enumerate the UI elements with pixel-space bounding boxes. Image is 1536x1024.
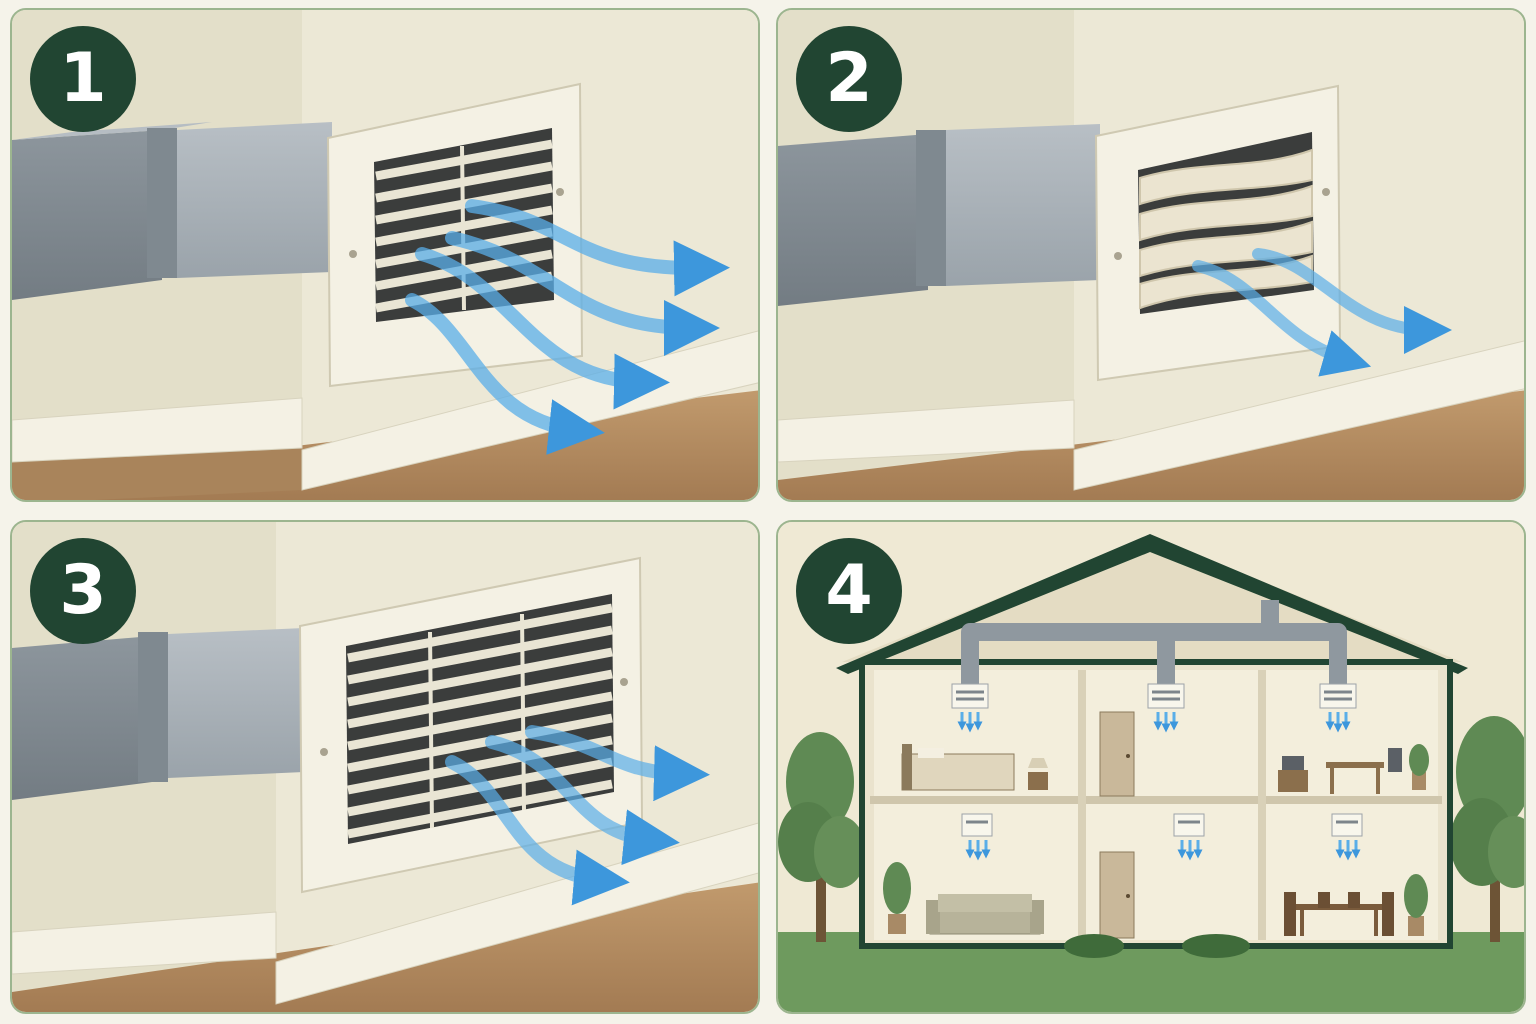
airflow-arrow-icon [465,199,730,297]
vent-icon [1331,813,1363,837]
lamp-icon [1028,758,1048,790]
floor-slab [870,796,1442,804]
shrub [1064,934,1124,958]
duct-section [12,636,152,800]
screw-icon [1114,252,1122,260]
airflow-arrow-icon [525,725,710,802]
step-badge: 4 [796,538,902,644]
baseboard-left [12,911,277,975]
duct-vent-scene-3 [12,522,758,1012]
airflow-arrow-icon [1192,260,1372,377]
tree-icon [778,732,866,942]
step-badge: 2 [796,26,902,132]
screw-icon [620,678,628,686]
vent-louvers-tilted [1139,148,1313,310]
duct-vent-scene-2 [778,10,1524,500]
panel-3-oversized-grille: 3 [10,520,760,1014]
plant-icon [1404,874,1428,936]
airflow-arrows [445,725,710,906]
step-badge: 3 [30,538,136,644]
duct-joint [147,128,177,278]
step-badge: 1 [30,26,136,132]
duct-vent-scene-1 [12,10,758,500]
house-cutaway-scene [778,522,1524,1012]
baseboard-left [12,397,303,463]
plant-icon [1409,744,1429,790]
vent-icon [1173,813,1205,837]
screw-icon [556,188,564,196]
airflow-arrow-icon [485,735,680,866]
duct-network [961,600,1347,684]
vent-icon [961,813,993,837]
panel-1-wide-airflow: 1 [10,8,760,502]
airflow-arrows [405,199,730,455]
duct-joint [138,632,168,782]
plant-icon [883,862,911,934]
duct-section [12,130,162,300]
baseboard-right [1073,340,1524,491]
baseboard-left [778,399,1075,463]
panel-2-restricted-airflow: 2 [776,8,1526,502]
airflow-arrow-icon [445,231,720,356]
screw-icon [349,250,357,258]
airflow-arrows [1192,248,1452,377]
airflow-arrow-icon [1252,248,1452,354]
shrub [1182,934,1250,958]
screw-icon [1322,188,1330,196]
door-icon [1099,851,1135,939]
bed-icon [901,744,1015,791]
sofa-icon [926,894,1044,935]
table-icon [1284,892,1394,936]
screw-icon [320,748,328,756]
airflow-arrow-icon [445,755,630,906]
panel-4-house-duct-system: 4 [776,520,1526,1014]
vent-icon [1147,683,1185,709]
airflow-arrow-icon [415,247,670,410]
door-icon [1099,711,1135,797]
vent-icon [951,683,989,709]
tree-icon [1450,716,1524,942]
duct-joint [916,130,946,286]
desk-icon [1278,748,1402,794]
airflow-arrows [957,712,1361,861]
vent-icon [1319,683,1357,709]
duct-section [778,134,928,306]
airflow-arrow-icon [405,293,605,455]
